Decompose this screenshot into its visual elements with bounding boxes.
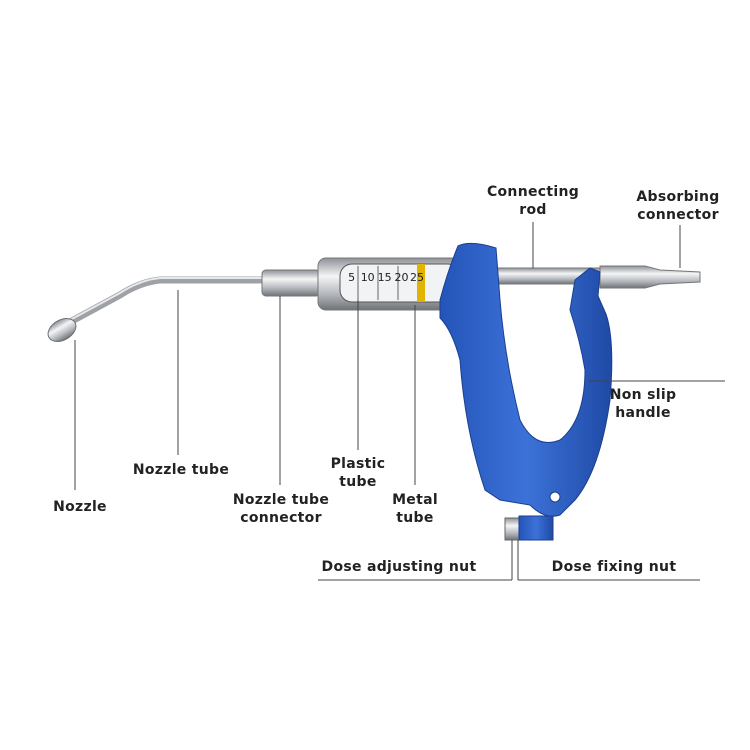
label-nozzle: Nozzle [53,499,107,515]
label-dose-adjusting-nut: Dose adjusting nut [321,559,477,575]
label-non-slip-handle: Non slip handle [598,386,688,422]
label-connecting-rod: Connecting rod [483,183,583,219]
nozzle-tube [66,276,266,326]
label-line: Non slip [609,387,677,403]
non-slip-handle [439,242,613,517]
label-line: Absorbing [636,189,720,205]
label-line: tube [396,510,434,526]
label-nozzle-tube-connector: Nozzle tube connector [226,491,336,527]
label-line: Metal [392,492,438,508]
label-metal-tube: Metal tube [385,491,445,527]
label-dose-fixing-nut: Dose fixing nut [551,559,677,575]
label-plastic-tube: Plastic tube [325,455,391,491]
plunger [417,264,425,302]
scale-mark: 20 [394,271,409,284]
scale-mark: 25 [410,271,424,284]
scale-marks: 5 10 15 20 25 [344,271,424,284]
scale-mark: 10 [360,271,375,284]
dose-adjusting-nut [504,517,520,541]
label-absorbing-connector: Absorbing connector [628,188,728,224]
label-line: handle [615,405,671,421]
label-line: rod [519,202,547,218]
label-nozzle-tube: Nozzle tube [132,462,230,478]
scale-mark: 15 [377,271,392,284]
nozzle-tube-connector [261,269,321,297]
absorbing-connector [599,265,701,289]
label-line: connector [240,510,322,526]
scale-mark: 5 [348,271,356,284]
label-line: Connecting [486,184,580,200]
leader-lines [74,222,725,581]
dose-fixing-nut [518,515,554,541]
label-line: Plastic [330,456,386,472]
label-line: connector [637,207,719,223]
label-line: Nozzle tube [232,492,330,508]
label-line: tube [339,474,377,490]
nozzle [47,318,77,342]
